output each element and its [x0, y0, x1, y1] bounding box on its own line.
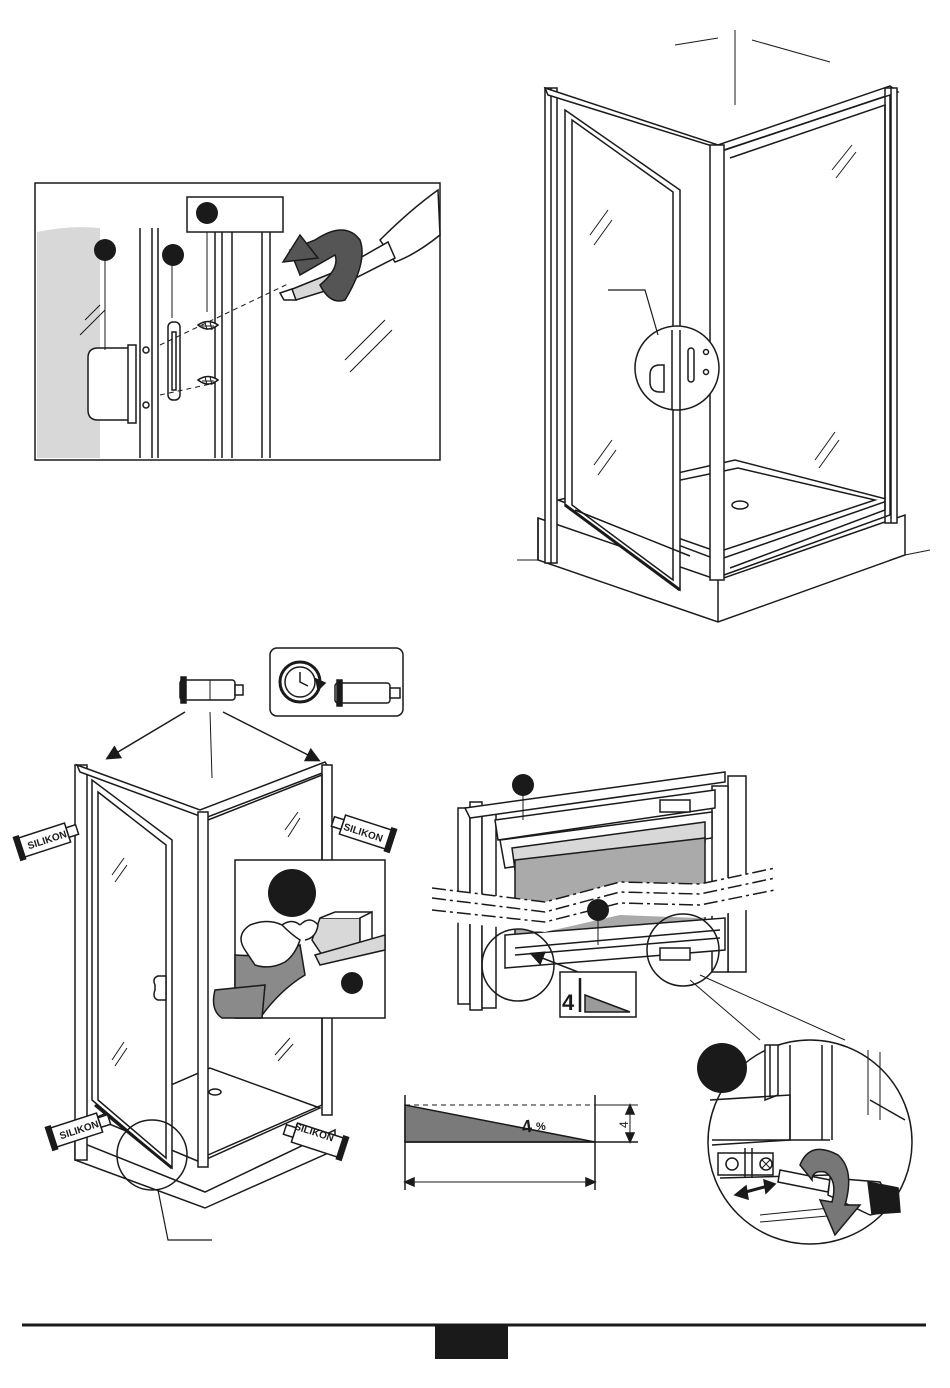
silicone-tube-right-top: SILIKON [329, 810, 396, 852]
step-marker-icon [268, 869, 316, 917]
slope-percent-unit: % [536, 1121, 546, 1133]
silicone-tube-left-top: SILIKON [13, 818, 80, 860]
step-marker-icon [341, 972, 363, 994]
step-marker-icon [94, 239, 116, 261]
application-arrows [108, 712, 318, 778]
step-marker-icon [697, 1043, 747, 1093]
silicone-cartridge-icon [180, 677, 243, 703]
slope-percent-value: 4 [520, 1116, 533, 1137]
bottom-profile-detail [432, 772, 775, 1017]
handle-detail-inset [35, 183, 440, 460]
slope-height-value: 4 [617, 1121, 631, 1128]
step-marker-icon [512, 774, 534, 796]
slope-diagram [405, 1095, 638, 1190]
page-number-box [435, 1325, 508, 1359]
step-marker-icon [162, 244, 184, 266]
step-marker-icon [196, 202, 218, 224]
step-marker-icon [587, 899, 609, 921]
slope-inset-value: 4 [562, 990, 575, 1015]
silicone-cartridge-icon [335, 680, 400, 706]
enclosure-perspective-top [517, 30, 930, 622]
